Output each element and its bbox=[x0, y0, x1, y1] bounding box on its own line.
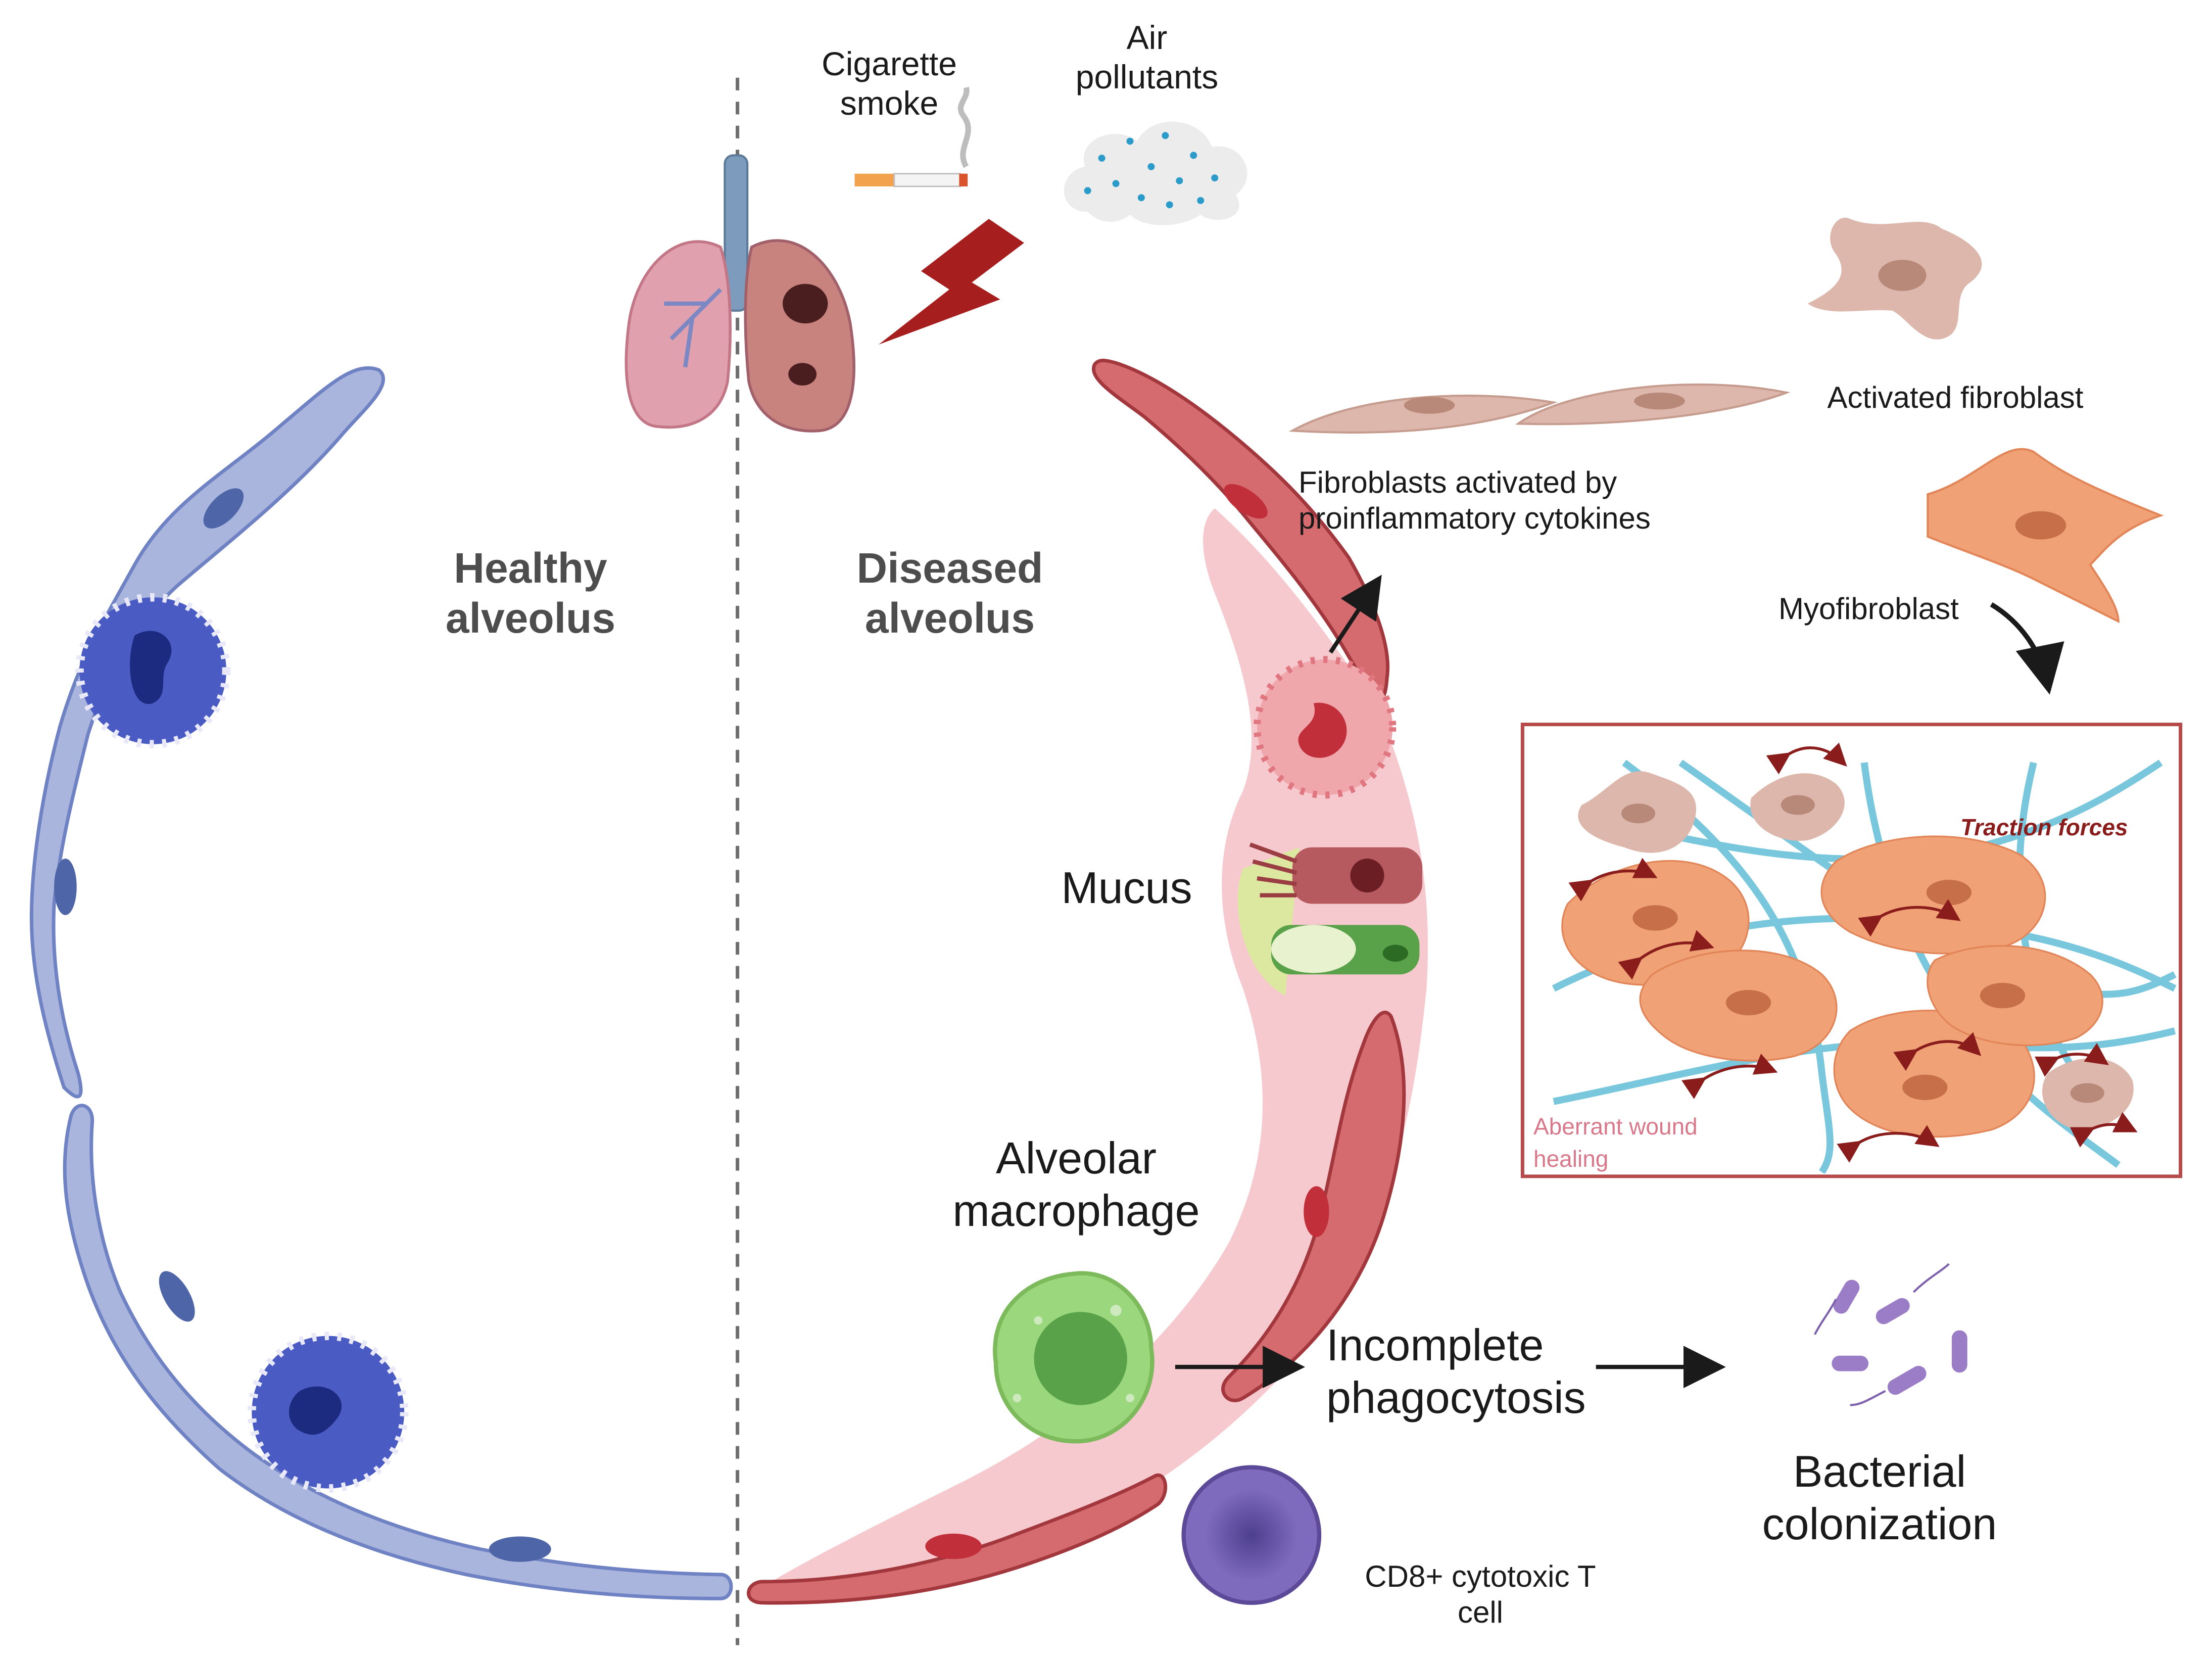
inflammation-zone bbox=[748, 508, 1428, 1598]
cigarette-label-line2: smoke bbox=[840, 84, 939, 122]
diseased-macrophage bbox=[1254, 656, 1397, 799]
myofibroblast-cell-icon bbox=[1927, 448, 2164, 623]
arrow-myofibroblast-to-box bbox=[1990, 602, 2064, 695]
bacteria-icon bbox=[1813, 1263, 1967, 1406]
air-label-line1: Air bbox=[1126, 19, 1168, 56]
diseased-cell-nucleus bbox=[1224, 484, 1268, 519]
pollution-particles bbox=[1084, 132, 1219, 209]
diseased-label-line2: alveolus bbox=[864, 594, 1035, 642]
traction-arrows bbox=[1568, 742, 2138, 1163]
diseased-membrane-upper bbox=[1092, 358, 1390, 701]
cigarette-icon bbox=[854, 86, 971, 187]
healthy-alveolus-label: Healthy alveolus bbox=[404, 543, 657, 643]
healthy-cell-nucleus bbox=[489, 1536, 551, 1562]
bacterial-line1: Bacterial bbox=[1793, 1446, 1966, 1496]
cigarette-label-line1: Cigarette bbox=[822, 45, 957, 82]
healthy-cell-nucleus bbox=[54, 859, 77, 915]
bacterial-line2: colonization bbox=[1762, 1498, 1997, 1549]
air-label-line2: pollutants bbox=[1075, 58, 1219, 96]
fibroblast-activation-label: Fibroblasts activated by proinflammatory… bbox=[1299, 465, 1651, 537]
healthy-alveolus bbox=[29, 366, 733, 1600]
aberrant-wound-healing-panel bbox=[1520, 723, 2183, 1178]
aberrant-line1: Aberrant wound bbox=[1533, 1113, 1698, 1140]
lungs-icon bbox=[624, 154, 855, 433]
t-cell-icon bbox=[1181, 1465, 1322, 1605]
diseased-membrane-middle bbox=[1221, 1011, 1406, 1402]
activated-fibroblast-icon bbox=[1807, 217, 1982, 340]
activated-fibroblast-label: Activated fibroblast bbox=[1827, 381, 2084, 414]
healthy-macrophage bbox=[247, 1332, 409, 1493]
fib-activated-line2: proinflammatory cytokines bbox=[1299, 501, 1651, 535]
mucus-cells bbox=[1237, 842, 1422, 996]
bacterial-colonization-label: Bacterial colonization bbox=[1728, 1445, 2031, 1550]
diseased-cell-nucleus bbox=[925, 1533, 982, 1559]
cd8-line1: CD8+ cytotoxic T bbox=[1365, 1559, 1596, 1593]
healthy-membrane-upper bbox=[29, 366, 386, 1099]
diseased-membrane-lower bbox=[747, 1473, 1168, 1605]
macrophage-line1: Alveolar bbox=[996, 1133, 1157, 1183]
incomplete-line1: Incomplete bbox=[1326, 1320, 1544, 1370]
box-fibroblasts bbox=[1578, 771, 2134, 1130]
alveolar-macrophage-label: Alveolar macrophage bbox=[930, 1132, 1223, 1237]
cd8-line2: cell bbox=[1457, 1595, 1504, 1629]
incomplete-phagocytosis-label: Incomplete phagocytosis bbox=[1326, 1319, 1586, 1424]
incomplete-line2: phagocytosis bbox=[1326, 1372, 1586, 1423]
aberrant-wound-healing-label: Aberrant wound healing bbox=[1533, 1110, 1698, 1175]
aberrant-line2: healing bbox=[1533, 1146, 1609, 1172]
diseased-cell-nucleus bbox=[1304, 1186, 1329, 1238]
macrophage-cell-icon bbox=[993, 1271, 1155, 1444]
healthy-cell-nucleus bbox=[159, 1271, 195, 1322]
pollution-cloud-icon bbox=[1064, 121, 1247, 225]
healthy-macrophage bbox=[75, 593, 231, 749]
diseased-alveolus-label: Diseased alveolus bbox=[819, 543, 1081, 643]
traction-forces-label: Traction forces bbox=[1960, 814, 2128, 840]
fib-activated-line1: Fibroblasts activated by bbox=[1299, 465, 1617, 499]
arrow-fibroblast-activation bbox=[1328, 575, 1382, 654]
diseased-label-line1: Diseased bbox=[856, 544, 1043, 592]
fibroblast-cell-icon bbox=[1288, 383, 1791, 434]
myofibroblast-label: Myofibroblast bbox=[1778, 592, 1959, 626]
air-pollutants-label: Air pollutants bbox=[1041, 18, 1253, 97]
lightning-bolt-icon bbox=[879, 219, 1024, 345]
macrophage-line2: macrophage bbox=[952, 1185, 1200, 1236]
cd8-t-cell-label: CD8+ cytotoxic T cell bbox=[1324, 1559, 1637, 1631]
healthy-membrane-lower bbox=[63, 1104, 733, 1600]
healthy-cell-nucleus bbox=[203, 488, 244, 529]
box-myofibroblast-nuclei bbox=[1632, 880, 2026, 1100]
cigarette-smoke-label: Cigarette smoke bbox=[783, 44, 995, 123]
healthy-label-line1: Healthy bbox=[454, 544, 607, 592]
diseased-alveolus bbox=[747, 358, 1428, 1605]
mucus-label: Mucus bbox=[1061, 863, 1192, 913]
healthy-label-line2: alveolus bbox=[445, 594, 616, 642]
